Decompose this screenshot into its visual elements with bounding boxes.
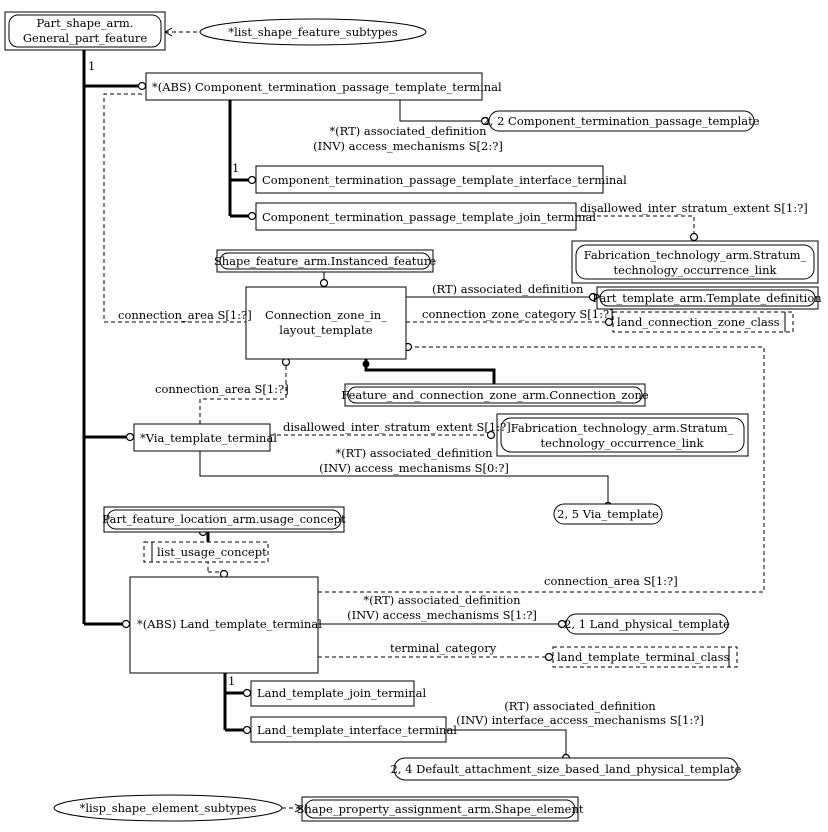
connection-zone-in-layout-template-entity: Connection_zone_in_ layout_template: [245, 286, 407, 360]
list-shape-feature-subtypes-label: *list_shape_feature_subtypes: [228, 25, 397, 39]
cptt-terminal-endpoint: [137, 81, 147, 91]
usage-concept-label: Part_feature_location_arm.usage_concept: [102, 512, 346, 526]
cptt-terminal-label: *(ABS) Component_termination_passage_tem…: [152, 80, 502, 94]
land-assoc-link: [318, 619, 567, 629]
list-usage-concept-label: list_usage_concept: [157, 545, 267, 559]
cz-category-label: connection_zone_category S[1:?]: [422, 307, 614, 321]
cptt-assoc-label-1: *(RT) associated_definition: [329, 124, 487, 138]
land-template-interface-terminal-label: Land_template_interface_terminal: [257, 723, 457, 737]
via-terminal-endpoint: [125, 432, 135, 442]
disallowed-label-2: disallowed_inter_stratum_extent S[1:?]: [283, 420, 511, 434]
cz-assoc-label: (RT) associated_definition: [432, 282, 584, 296]
stratum-link-ref-1: Fabrication_technology_arm.Stratum_ tech…: [571, 240, 819, 284]
via-template-ref: 2, 5 Via_template: [553, 503, 663, 525]
via-template-terminal-entity: *Via_template_terminal: [133, 423, 277, 452]
cptt-template-ref: 2, 2 Component_termination_passage_templ…: [482, 110, 760, 132]
instanced-feature-link: [319, 272, 329, 288]
land-template-terminal-entity: *(ABS) Land_template_terminal: [129, 576, 322, 674]
land-assoc-label-1: *(RT) associated_definition: [363, 593, 521, 607]
land-template-terminal-class-type: land_template_terminal_class: [552, 646, 738, 668]
default-land-template-ref: 2, 4 Default_attachment_size_based_land_…: [391, 757, 742, 781]
cardinality-label-2: 1: [232, 161, 239, 175]
cardinality-label-1: 1: [88, 59, 95, 73]
instanced-feature-ref: Shape_feature_arm.Instanced_feature: [214, 249, 437, 273]
cz-category-link: [406, 317, 614, 327]
connection-area-land-label: connection_area S[1:?]: [544, 574, 678, 588]
land-template-terminal-label: *(ABS) Land_template_terminal: [137, 617, 322, 631]
cptt-subtype-tree: [228, 100, 257, 221]
stratum-link-1-line-2: technology_occurrence_link: [614, 263, 778, 277]
via-template-ref-label: 2, 5 Via_template: [557, 507, 659, 521]
stratum-link-2-line-1: Fabrication_technology_arm.Stratum_: [511, 421, 734, 435]
land-connection-zone-class-type: land_connection_zone_class: [612, 311, 794, 333]
connection-zone-label: Feature_and_connection_zone_arm.Connecti…: [341, 388, 649, 402]
disallowed-label-1: disallowed_inter_stratum_extent S[1:?]: [580, 201, 808, 215]
connection-area-left-link: [103, 93, 246, 323]
via-assoc-label-1: *(RT) associated_definition: [335, 446, 493, 460]
connection-zone-in-layout-template-line-2: layout_template: [279, 323, 373, 337]
stratum-link-1-line-1: Fabrication_technology_arm.Stratum_: [584, 248, 807, 262]
shape-element-label: Shape_property_assignment_arm.Shape_elem…: [297, 802, 584, 816]
cptt-assoc-label-2: (INV) access_mechanisms S[2:?]: [313, 139, 503, 153]
terminal-category-link: [318, 652, 554, 662]
cardinality-label-3: 1: [228, 674, 235, 688]
select-link-shape-feature: [163, 27, 200, 37]
land-assoc-label-2: (INV) access_mechanisms S[1:?]: [347, 608, 537, 622]
iface-assoc-label-1: (RT) associated_definition: [504, 699, 656, 713]
general-part-feature-line-2: General_part_feature: [23, 31, 148, 45]
terminal-category-label: terminal_category: [390, 641, 497, 655]
land-subtype-tree: [223, 673, 252, 735]
iface-assoc-link: [446, 729, 571, 763]
cptt-assoc-link: [399, 100, 490, 126]
iface-assoc-label-2: (INV) interface_access_mechanisms S[1:?]: [456, 713, 704, 727]
connection-zone-in-layout-template-line-1: Connection_zone_in_: [265, 308, 387, 322]
land-terminal-endpoint: [121, 619, 131, 629]
shape-element-ref: Shape_property_assignment_arm.Shape_elem…: [297, 796, 584, 822]
lisp-shape-element-subtypes-select: *lisp_shape_element_subtypes: [53, 794, 283, 822]
cptt-join-terminal-entity: Component_termination_passage_template_j…: [255, 202, 596, 231]
disallowed-link-2: [270, 430, 496, 440]
cptt-interface-terminal-entity: Component_termination_passage_template_i…: [255, 165, 627, 194]
cptt-interface-terminal-label: Component_termination_passage_template_i…: [262, 173, 627, 187]
list-usage-concept-type: list_usage_concept: [143, 541, 269, 563]
cptt-template-ref-label: 2, 2 Component_termination_passage_templ…: [482, 114, 759, 128]
cz-supertype-link: [362, 359, 496, 384]
template-definition-ref: Part_template_arm.Template_definition: [592, 286, 822, 310]
connection-area-left-label: connection_area S[1:?]: [118, 308, 252, 322]
land-template-join-terminal-label: Land_template_join_terminal: [257, 686, 427, 700]
lisp-shape-element-subtypes-label: *lisp_shape_element_subtypes: [80, 801, 257, 815]
connection-area-via-label: connection_area S[1:?]: [155, 382, 289, 396]
land-connection-zone-class-label: land_connection_zone_class: [617, 315, 780, 329]
land-template-interface-terminal-entity: Land_template_interface_terminal: [250, 716, 457, 743]
stratum-link-ref-2: Fabrication_technology_arm.Stratum_ tech…: [496, 413, 749, 457]
land-template-terminal-class-label: land_template_terminal_class: [557, 650, 730, 664]
list-shape-feature-subtypes-select: *list_shape_feature_subtypes: [199, 18, 427, 46]
land-template-join-terminal-entity: Land_template_join_terminal: [250, 680, 427, 707]
connection-zone-ref: Feature_and_connection_zone_arm.Connecti…: [341, 383, 649, 407]
land-physical-template-ref: 2, 1 Land_physical_template: [564, 613, 730, 635]
land-physical-template-label: 2, 1 Land_physical_template: [564, 617, 730, 631]
cptt-terminal-entity: *(ABS) Component_termination_passage_tem…: [145, 72, 502, 101]
general-part-feature-ref: Part_shape_arm. General_part_feature: [4, 11, 166, 51]
cptt-join-terminal-label: Component_termination_passage_template_j…: [262, 210, 596, 224]
supertype-trunk: [82, 50, 147, 629]
template-definition-label: Part_template_arm.Template_definition: [592, 291, 822, 305]
stratum-link-2-line-2: technology_occurrence_link: [541, 436, 705, 450]
via-template-terminal-label: *Via_template_terminal: [140, 431, 277, 445]
general-part-feature-line-1: Part_shape_arm.: [37, 16, 134, 30]
usage-concept-ref: Part_feature_location_arm.usage_concept: [102, 506, 346, 533]
via-assoc-label-2: (INV) access_mechanisms S[0:?]: [319, 461, 509, 475]
default-land-template-label: 2, 4 Default_attachment_size_based_land_…: [391, 762, 742, 776]
instanced-feature-label: Shape_feature_arm.Instanced_feature: [214, 254, 437, 268]
